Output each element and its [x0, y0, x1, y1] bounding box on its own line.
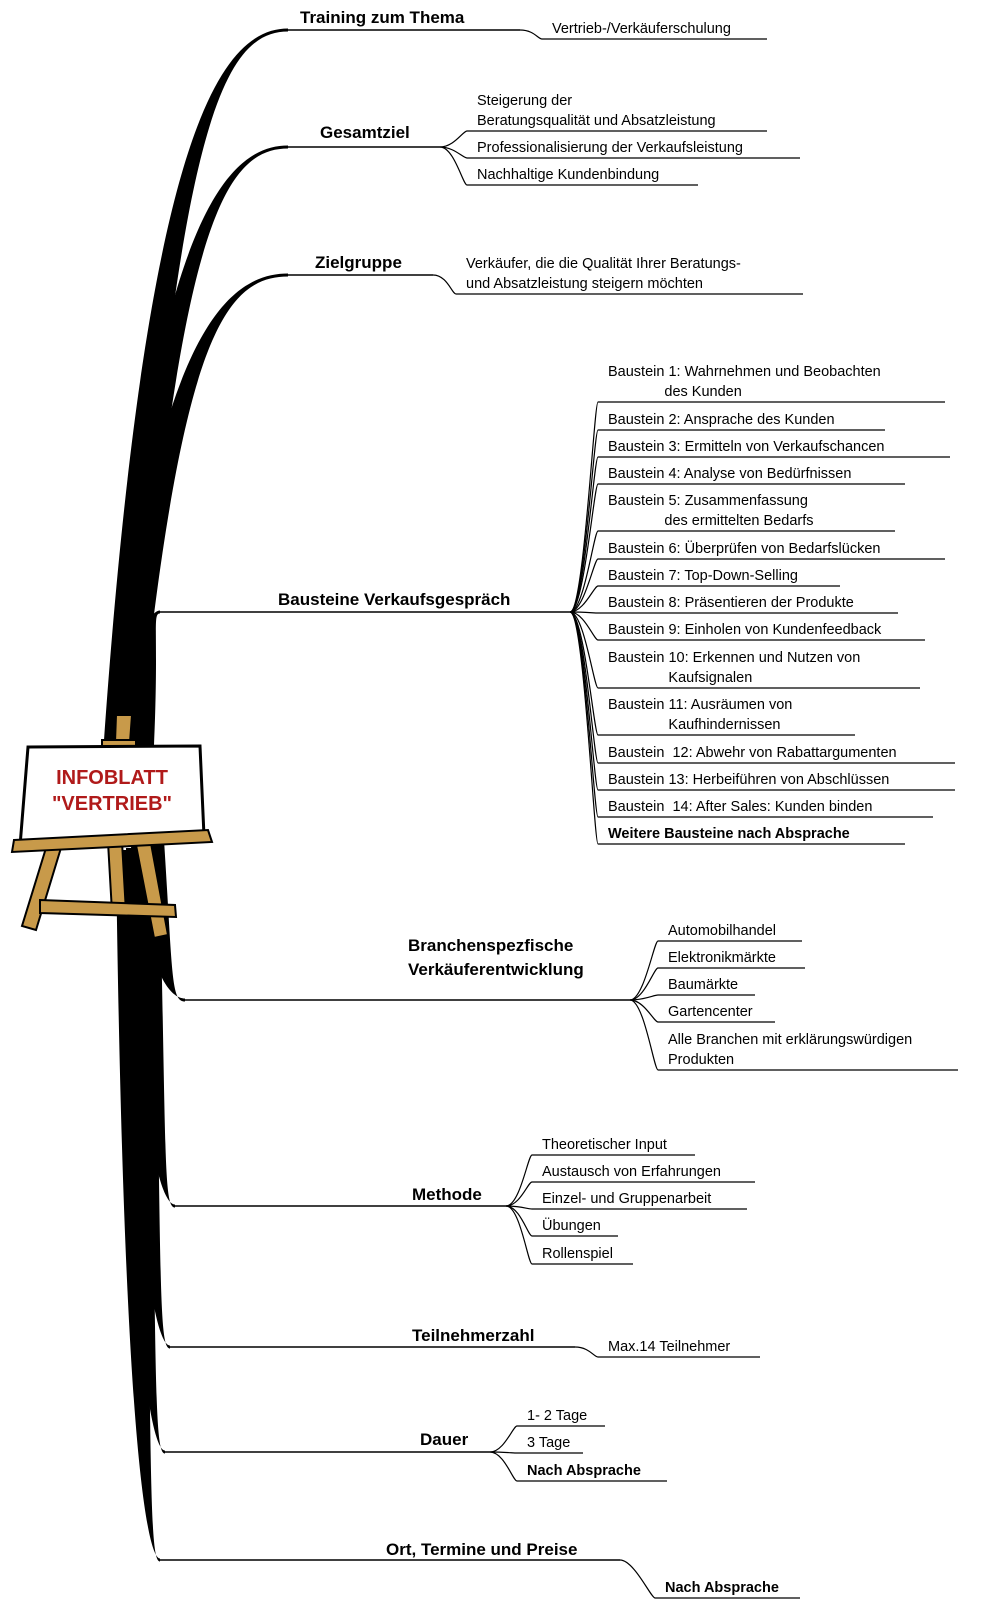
- leaf-item: Baustein 10: Erkennen und Nutzen von Kau…: [608, 650, 860, 686]
- branch-label: Bausteine Verkaufsgespräch: [278, 590, 510, 609]
- leaf-connector: [569, 611, 599, 689]
- leaf-item: Baustein 1: Wahrnehmen und Beobachten de…: [608, 364, 881, 400]
- leaf-item: Verkäufer, die die Qualität Ihrer Beratu…: [466, 256, 741, 292]
- leaf-item: Baustein 2: Ansprache des Kunden: [608, 412, 835, 428]
- leaf-item: Vertrieb-/Verkäuferschulung: [552, 21, 731, 37]
- leaf-item: Max.14 Teilnehmer: [608, 1339, 730, 1355]
- branch-trunk: [112, 273, 288, 737]
- leaf-item: Baustein 3: Ermitteln von Verkaufschance…: [608, 439, 884, 455]
- center-title-line1: INFOBLATT: [56, 767, 168, 789]
- branch-label: Teilnehmerzahl: [412, 1326, 535, 1345]
- leaf-item: Baustein 5: Zusammenfassung des ermittel…: [608, 493, 814, 529]
- leaf-connector: [432, 274, 457, 295]
- leaf-connector: [569, 483, 599, 613]
- leaf-item: Elektronikmärkte: [668, 950, 776, 966]
- leaf-connector: [439, 146, 468, 186]
- leaf-item: Übungen: [542, 1216, 601, 1234]
- leaf-item: Automobilhandel: [668, 923, 776, 939]
- leaf-connector: [519, 29, 543, 40]
- leaf-item: Nach Absprache: [665, 1580, 779, 1596]
- leaf-item: 1- 2 Tage: [527, 1408, 587, 1424]
- leaf-item: 3 Tage: [527, 1435, 570, 1451]
- leaf-connector: [569, 611, 599, 791]
- leaf-item: Nach Absprache: [527, 1463, 641, 1479]
- leaf-connector: [439, 130, 468, 148]
- easel-icon: [10, 714, 214, 940]
- leaf-item: Baustein 12: Abwehr von Rabattargumenten: [608, 745, 897, 761]
- leaf-item: Baumärkte: [668, 977, 738, 993]
- leaf-connector: [505, 1205, 533, 1237]
- branch-trunks: [104, 28, 288, 1562]
- leaf-item: Gartencenter: [668, 1004, 753, 1020]
- leaf-item: Professionalisierung der Verkaufsleistun…: [477, 140, 743, 156]
- leaf-item: Baustein 13: Herbeiführen von Abschlüsse…: [608, 772, 889, 788]
- leaf-connector: [629, 967, 659, 1001]
- leaf-connector: [619, 1559, 656, 1599]
- leaf-connector: [489, 1425, 518, 1453]
- leaf-item: Einzel- und Gruppenarbeit: [542, 1191, 711, 1207]
- leaf-connector: [569, 456, 599, 613]
- leaf-item: Weitere Bausteine nach Absprache: [608, 826, 850, 842]
- leaf-connector: [505, 1154, 533, 1207]
- leaf-item: Rollenspiel: [542, 1246, 613, 1262]
- branch-label: Dauer: [420, 1430, 469, 1449]
- branch-label: Methode: [412, 1185, 482, 1204]
- branch-group: Training zum ThemaVertrieb-/Verkäufersch…: [160, 8, 958, 1599]
- leaf-connector: [629, 999, 659, 1023]
- leaf-item: Baustein 8: Präsentieren der Produkte: [608, 595, 854, 611]
- leaf-connector: [505, 1205, 533, 1265]
- leaf-connector: [569, 558, 599, 613]
- leaf-connector: [569, 611, 599, 845]
- leaf-connector: [569, 585, 599, 613]
- branch-label: Training zum Thema: [300, 8, 465, 27]
- leaf-item: Austausch von Erfahrungen: [542, 1164, 721, 1180]
- leaf-item: Baustein 14: After Sales: Kunden binden: [608, 799, 872, 815]
- leaf-connector: [574, 1346, 599, 1358]
- branch-trunk: [116, 852, 160, 1562]
- branch-label: Zielgruppe: [315, 253, 402, 272]
- branch-trunk: [126, 610, 160, 745]
- leaf-connector: [489, 1451, 518, 1482]
- leaf-connector: [629, 999, 659, 1071]
- branch-label: Gesamtziel: [320, 123, 410, 142]
- leaf-item: Baustein 6: Überprüfen von Bedarfslücken: [608, 539, 880, 557]
- leaf-item: Baustein 9: Einholen von Kundenfeedback: [608, 622, 882, 638]
- leaf-connector: [629, 940, 659, 1001]
- leaf-connector: [569, 530, 599, 613]
- leaf-connector: [505, 1181, 533, 1207]
- leaf-item: Nachhaltige Kundenbindung: [477, 167, 659, 183]
- leaf-item: Baustein 4: Analyse von Bedürfnissen: [608, 466, 851, 482]
- leaf-item: Baustein 11: Ausräumen von Kaufhindernis…: [608, 697, 792, 733]
- leaf-item: Theoretischer Input: [542, 1137, 667, 1153]
- leaf-item: Baustein 7: Top-Down-Selling: [608, 568, 798, 584]
- branch-label: Ort, Termine und Preise: [386, 1540, 577, 1559]
- center-title-line2: "VERTRIEB": [52, 793, 172, 815]
